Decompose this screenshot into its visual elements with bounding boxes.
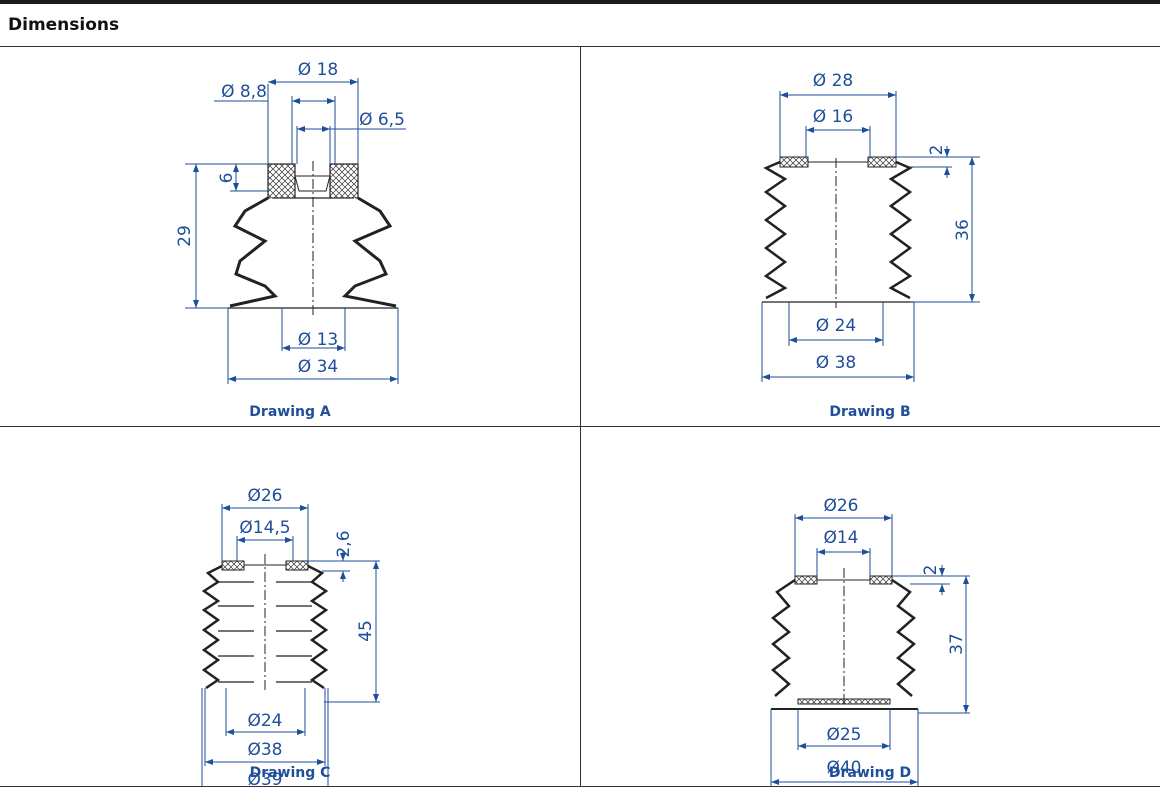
dim-c-outer-top: Ø26 [247, 486, 282, 506]
drawing-b-cell: Ø 28 Ø 16 2 36 Ø 24 Ø 38 Drawing B [580, 46, 1160, 426]
dim-b-inner-top: Ø 16 [813, 107, 853, 127]
drawing-b-caption: Drawing B [829, 404, 911, 420]
dim-c-inner-top: Ø14,5 [239, 518, 290, 538]
dim-d-outer-bottom: Ø40 [826, 758, 861, 778]
drawing-a-caption: Drawing A [249, 404, 331, 420]
grid-lines [0, 46, 1160, 787]
drawing-c-cell: Ø26 Ø14,5 2,6 45 Ø24 Ø38 Ø39 Drawing C [0, 426, 580, 786]
dim-a-inner-bottom: Ø 13 [298, 330, 338, 350]
drawings-grid: Ø 18 Ø 8,8 Ø 6,5 6 29 Ø 13 Ø 34 Drawing … [0, 46, 1160, 787]
drawing-c: Ø26 Ø14,5 2,6 45 Ø24 Ø38 Ø39 [201, 486, 380, 786]
dim-d-height: 37 [947, 633, 967, 655]
dim-b-inner-bottom: Ø 24 [816, 316, 856, 336]
dim-c-wall: 2,6 [334, 530, 354, 557]
dimension-lines-a [185, 78, 406, 384]
dim-a-collar-height: 6 [217, 173, 237, 184]
dim-b-outer-bottom: Ø 38 [816, 353, 856, 373]
dim-c-flange: Ø39 [247, 770, 282, 786]
dim-d-wall: 2 [921, 565, 941, 576]
dim-a-outer-top: Ø 18 [298, 60, 338, 80]
dim-b-outer-top: Ø 28 [813, 71, 853, 91]
bellows-a-outline [228, 161, 398, 318]
bellows-d-outline [771, 568, 918, 710]
drawing-d-cell: Ø26 Ø14 2 37 Ø25 Ø40 Drawing D [580, 426, 1160, 786]
dim-b-height: 36 [953, 219, 973, 241]
dim-c-height: 45 [356, 620, 376, 642]
drawing-a: Ø 18 Ø 8,8 Ø 6,5 6 29 Ø 13 Ø 34 [175, 60, 406, 384]
drawing-d: Ø26 Ø14 2 37 Ø25 Ø40 [770, 496, 970, 786]
section-title: Dimensions [8, 15, 120, 35]
dimension-lines-b [761, 91, 980, 382]
dim-c-outer-bottom: Ø38 [247, 740, 282, 760]
dim-d-outer-top: Ø26 [823, 496, 858, 516]
dim-d-inner-bottom: Ø25 [826, 725, 861, 745]
dimension-lines-d [770, 514, 970, 786]
dim-c-inner-bottom: Ø24 [247, 711, 282, 731]
bellows-b-outline [762, 156, 914, 308]
dim-a-hole: Ø 6,5 [359, 110, 405, 130]
drawing-a-cell: Ø 18 Ø 8,8 Ø 6,5 6 29 Ø 13 Ø 34 Drawing … [0, 46, 580, 426]
drawing-c-caption: Drawing C [249, 765, 331, 781]
dim-a-bore: Ø 8,8 [221, 82, 267, 102]
bellows-c-outline [201, 554, 329, 692]
dim-b-wall: 2 [927, 145, 947, 156]
dimension-lines-c [201, 504, 380, 786]
dim-a-outer-bottom: Ø 34 [298, 357, 338, 377]
dim-a-height: 29 [175, 225, 195, 247]
drawing-d-caption: Drawing D [828, 765, 912, 781]
drawing-b: Ø 28 Ø 16 2 36 Ø 24 Ø 38 [761, 71, 980, 382]
dim-d-inner-top: Ø14 [823, 528, 858, 548]
top-rule [0, 0, 1160, 4]
